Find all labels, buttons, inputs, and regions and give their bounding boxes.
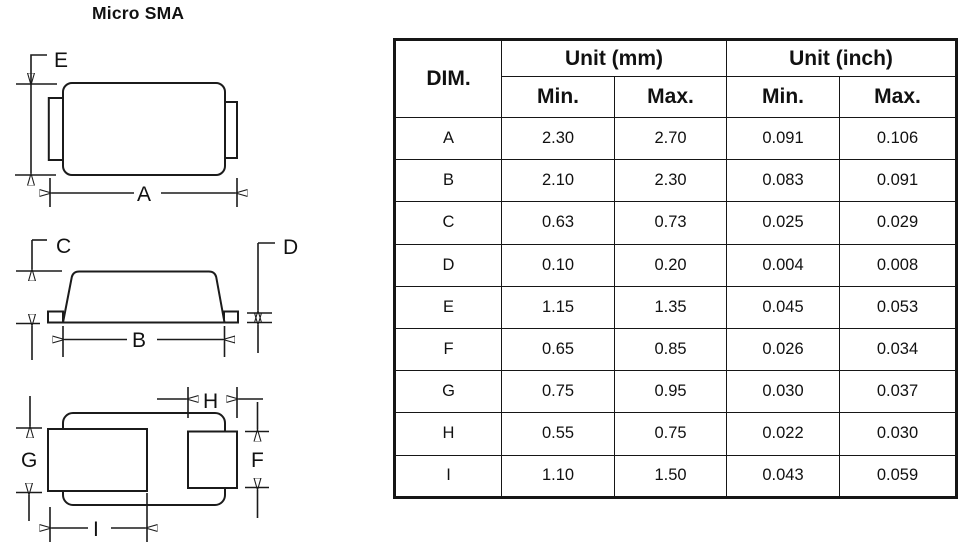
dim-label-a: A xyxy=(137,183,151,206)
bottom-view: G F H I xyxy=(16,387,269,542)
cell-inch-max: 0.091 xyxy=(839,159,957,203)
cell-mm-min: 1.15 xyxy=(501,285,615,329)
cell-inch-min: 0.083 xyxy=(726,159,840,203)
cell-mm-max: 1.35 xyxy=(614,285,727,329)
bottom-view-pad-right xyxy=(187,430,238,489)
cell-dim: A xyxy=(394,116,502,161)
cell-inch-max: 0.029 xyxy=(839,201,957,245)
side-view-body xyxy=(61,270,226,324)
cell-inch-min: 0.026 xyxy=(726,327,840,372)
dimensions-table-container: DIM. Unit (mm) Unit (inch) Min. Max. Min… xyxy=(393,38,958,499)
dim-label-g: G xyxy=(21,449,37,472)
dim-e-bracket xyxy=(30,54,47,85)
cell-dim: B xyxy=(394,159,502,203)
cell-mm-max: 0.20 xyxy=(614,243,727,287)
cell-inch-min: 0.091 xyxy=(726,116,840,161)
cell-mm-max: 2.30 xyxy=(614,159,727,203)
side-view-lead-right xyxy=(223,310,239,324)
col-header-dim: DIM. xyxy=(394,39,502,118)
dim-label-f: F xyxy=(251,449,264,472)
cell-inch-min: 0.004 xyxy=(726,243,840,287)
top-view-lead-right xyxy=(224,101,238,159)
dimensions-table: DIM. Unit (mm) Unit (inch) Min. Max. Min… xyxy=(393,38,958,499)
cell-inch-min: 0.030 xyxy=(726,370,840,414)
cell-mm-max: 0.75 xyxy=(614,412,727,456)
side-view: C D B xyxy=(16,235,298,360)
cell-dim: G xyxy=(394,370,502,414)
col-header-unit-mm: Unit (mm) xyxy=(501,39,727,77)
dim-label-e: E xyxy=(54,49,68,72)
cell-inch-min: 0.043 xyxy=(726,454,840,498)
cell-inch-max: 0.030 xyxy=(839,412,957,456)
cell-inch-max: 0.106 xyxy=(839,116,957,161)
col-header-inch-min: Min. xyxy=(726,76,840,118)
col-header-mm-max: Max. xyxy=(614,76,727,118)
top-view: E A xyxy=(15,49,237,207)
dim-label-i: I xyxy=(93,518,99,541)
cell-dim: C xyxy=(394,201,502,245)
cell-mm-min: 0.65 xyxy=(501,327,615,372)
cell-inch-min: 0.045 xyxy=(726,285,840,329)
cell-dim: I xyxy=(394,454,502,498)
cell-dim: F xyxy=(394,327,502,372)
cell-mm-min: 0.55 xyxy=(501,412,615,456)
cell-mm-min: 0.63 xyxy=(501,201,615,245)
bottom-view-pad-left xyxy=(47,428,148,492)
col-header-inch-max: Max. xyxy=(839,76,957,118)
col-header-unit-inch: Unit (inch) xyxy=(726,39,957,77)
cell-mm-max: 0.95 xyxy=(614,370,727,414)
cell-mm-max: 1.50 xyxy=(614,454,727,498)
dim-label-h: H xyxy=(203,390,218,413)
page-title: Micro SMA xyxy=(92,3,185,23)
dim-label-d: D xyxy=(283,236,298,259)
cell-mm-min: 2.30 xyxy=(501,116,615,161)
cell-dim: E xyxy=(394,285,502,329)
top-view-body xyxy=(62,82,226,176)
cell-mm-max: 0.73 xyxy=(614,201,727,245)
cell-inch-max: 0.037 xyxy=(839,370,957,414)
cell-mm-max: 2.70 xyxy=(614,116,727,161)
cell-inch-max: 0.034 xyxy=(839,327,957,372)
cell-dim: H xyxy=(394,412,502,456)
top-view-lead-left xyxy=(47,97,65,161)
cell-mm-min: 0.75 xyxy=(501,370,615,414)
cell-mm-max: 0.85 xyxy=(614,327,727,372)
cell-inch-min: 0.022 xyxy=(726,412,840,456)
cell-mm-min: 1.10 xyxy=(501,454,615,498)
cell-inch-max: 0.053 xyxy=(839,285,957,329)
cell-inch-max: 0.059 xyxy=(839,454,957,498)
cell-inch-min: 0.025 xyxy=(726,201,840,245)
cell-mm-min: 2.10 xyxy=(501,159,615,203)
dim-label-c: C xyxy=(56,235,71,258)
cell-dim: D xyxy=(394,243,502,287)
dim-label-b: B xyxy=(132,329,146,352)
col-header-mm-min: Min. xyxy=(501,76,615,118)
side-view-lead-left xyxy=(47,310,64,324)
cell-mm-min: 0.10 xyxy=(501,243,615,287)
cell-inch-max: 0.008 xyxy=(839,243,957,287)
package-drawings: E A C D B G xyxy=(15,49,298,542)
